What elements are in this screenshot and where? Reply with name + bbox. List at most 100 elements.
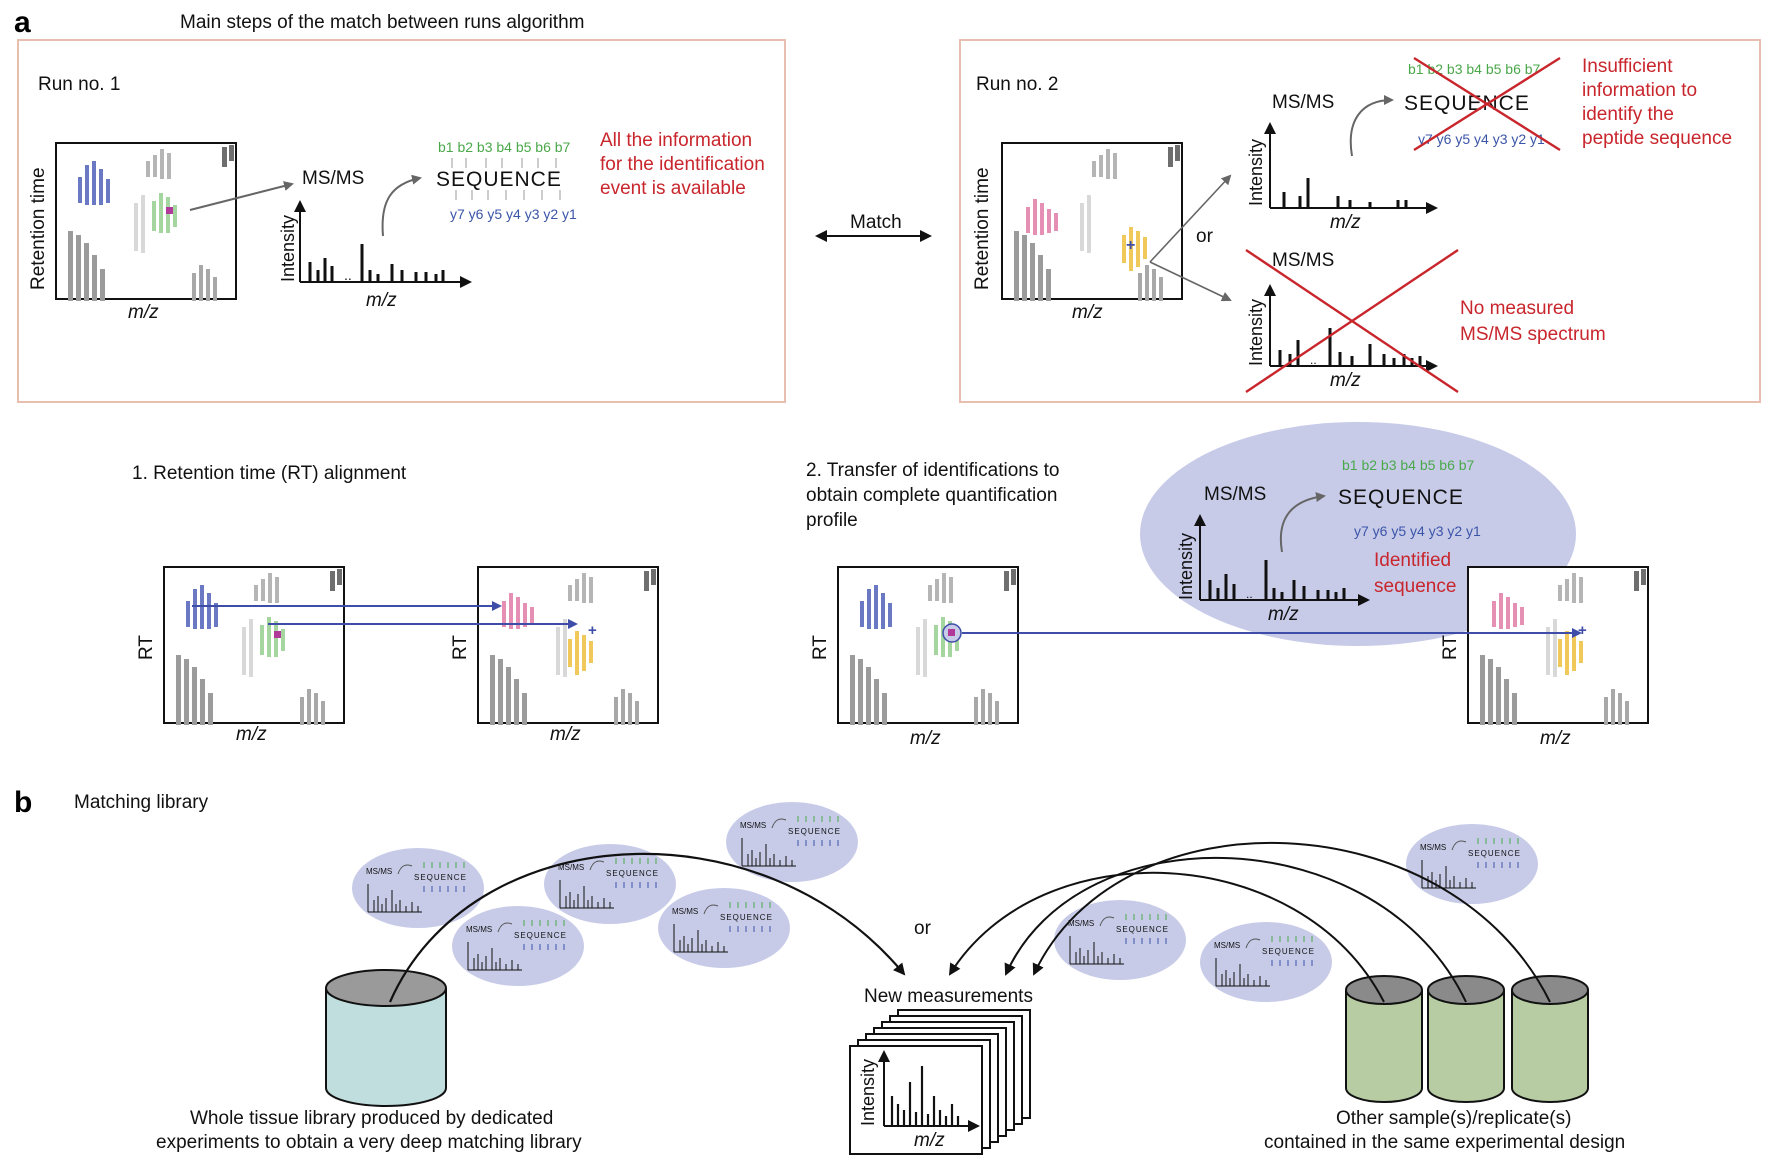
step2-left-xlabel: m/z [910,728,941,749]
right-caption-line-2: contained in the same experimental desig… [1264,1132,1625,1153]
stack-front-spectrum [878,1050,980,1132]
step1-title: 1. Retention time (RT) alignment [132,463,407,484]
run2-insufficient-line-1: Insufficient [1582,56,1673,77]
panel-b-or-label: or [914,918,932,939]
step2-spectrum-to-sequence-arrow [1279,492,1326,553]
run2-upper-sequence-block: b1 b2 b3 b4 b5 b6 b7 SEQUENCE y7 y6 y5 y… [1404,56,1561,152]
run1-to-msms-arrow [189,181,294,211]
run2-b-ions: b1 b2 b3 b4 b5 b6 b7 [1408,61,1541,77]
step2-left-ylabel: RT [810,635,831,660]
step1-right-map: + [477,566,659,725]
panel-b-title: Matching library [74,792,209,813]
step1-right-xlabel: m/z [550,724,581,745]
step2-right-cross: + [1578,622,1587,639]
svg-text:..: .. [1310,353,1317,367]
step1-left-map [163,566,345,725]
run1-intensity-label: Intensity [278,215,298,282]
run1-sequence-block: b1 b2 b3 b4 b5 b6 b7 SEQUENCE y7 y6 y5 y… [436,139,577,222]
run1-frame [17,39,786,403]
step2-right-ylabel: RT [1440,635,1461,660]
run1-map [55,142,237,301]
run2-y-ions: y7 y6 y5 y4 y3 y2 y1 [1418,131,1545,147]
replicate-badge-2 [1199,921,1333,1003]
run2-upper-to-sequence-arrow [1349,95,1394,157]
run1-info-line-3: event is available [600,178,746,199]
library-to-measurements-arc [388,852,906,1003]
replicate-cylinder-1 [1345,975,1423,1103]
run2-match-cross: + [1126,237,1135,254]
step1-left-ylabel: RT [136,635,157,660]
step2-right-xlabel: m/z [1540,728,1571,749]
step1-right-cross: + [588,622,597,639]
svg-text:..: .. [344,267,352,283]
run1-label: Run no. 1 [38,74,120,95]
run2-xlabel: m/z [1072,302,1103,323]
step2-msms-label: MS/MS [1204,484,1266,505]
run2-ylabel: Retention time [972,167,993,290]
step2-left-map [837,566,1019,725]
stack-xlabel: m/z [914,1130,945,1151]
replicate-badge-3 [1405,823,1539,905]
run1-msms-label: MS/MS [302,168,364,189]
whole-tissue-library-cylinder [325,969,447,1107]
replicate2-to-measurements-arc [1004,856,1467,1003]
replicate-cylinder-2 [1427,975,1505,1103]
run2-label: Run no. 2 [976,74,1058,95]
run1-spectrum-to-sequence-arrow [381,174,422,237]
new-measurements-label: New measurements [864,986,1033,1007]
replicate-cylinder-3 [1511,975,1589,1103]
replicate1-to-measurements-arc [948,871,1385,1003]
run2-lower-xlabel: m/z [1330,370,1361,391]
run2-insufficient-line-3: identify the [1582,104,1674,125]
step2-title-line-3: profile [806,510,858,531]
new-measurements-stack: Intensity m/z [849,1009,1031,1155]
run1-sequence: SEQUENCE [436,168,562,191]
run2-sequence: SEQUENCE [1404,92,1530,115]
stack-intensity-label: Intensity [858,1059,878,1126]
replicate-badge-1 [1053,899,1187,981]
run2-insufficient-line-2: information to [1582,80,1697,101]
step2-spectrum: .. [1194,514,1370,606]
right-caption-line-1: Other sample(s)/replicate(s) [1336,1108,1571,1129]
run2-upper-intensity-label: Intensity [1246,139,1266,206]
left-caption-line-1: Whole tissue library produced by dedicat… [190,1108,553,1129]
run2-spectrum-cross-line-2 [1245,249,1459,393]
step2-title-line-1: 2. Transfer of identifications to [806,460,1059,481]
step1-right-ylabel: RT [450,635,471,660]
replicate3-to-measurements-arc [1032,841,1551,1003]
run1-ylabel: Retention time [28,167,49,290]
svg-text:..: .. [1246,587,1253,601]
step2-y-ions: y7 y6 y5 y4 y3 y2 y1 [1354,523,1481,539]
run1-info-line-2: for the identification [600,154,765,175]
panel-b-letter: b [14,786,32,819]
left-caption-line-2: experiments to obtain a very deep matchi… [156,1132,582,1153]
library-badge-1 [351,847,485,929]
step2-title-line-2: obtain complete quantification [806,485,1057,506]
run1-spec-xlabel: m/z [366,290,397,311]
selected-feature-marker [166,207,173,214]
panel-a-letter: a [14,6,31,39]
run1-info-line-1: All the information [600,130,752,151]
run2-lower-branch-arrow [1149,261,1232,302]
panel-a-title: Main steps of the match between runs alg… [180,12,584,33]
step2-right-map: + [1467,566,1649,725]
run2-no-msms-line-1: No measured [1460,298,1574,319]
run2-lower-spectrum: .. [1264,284,1438,372]
run2-upper-msms-label: MS/MS [1272,92,1334,113]
run2-upper-branch-arrow [1149,174,1232,263]
run1-xlabel: m/z [128,302,159,323]
library-badge-4 [451,905,585,987]
step1-selected-marker [274,631,281,638]
run2-lower-msms-label: MS/MS [1272,250,1334,271]
step2-intensity-label: Intensity [1176,533,1196,600]
run2-lower-intensity-label: Intensity [1246,299,1266,366]
run2-or-label: or [1196,226,1214,247]
step2-spec-xlabel: m/z [1268,604,1299,625]
library-badge-5 [657,887,791,969]
step2-sequence-block: b1 b2 b3 b4 b5 b6 b7 SEQUENCE y7 y6 y5 y… [1338,457,1481,539]
step2-sequence: SEQUENCE [1338,486,1464,509]
step1-left-xlabel: m/z [236,724,267,745]
step2-b-ions: b1 b2 b3 b4 b5 b6 b7 [1342,457,1475,473]
run2-insufficient-line-4: peptide sequence [1582,128,1732,149]
